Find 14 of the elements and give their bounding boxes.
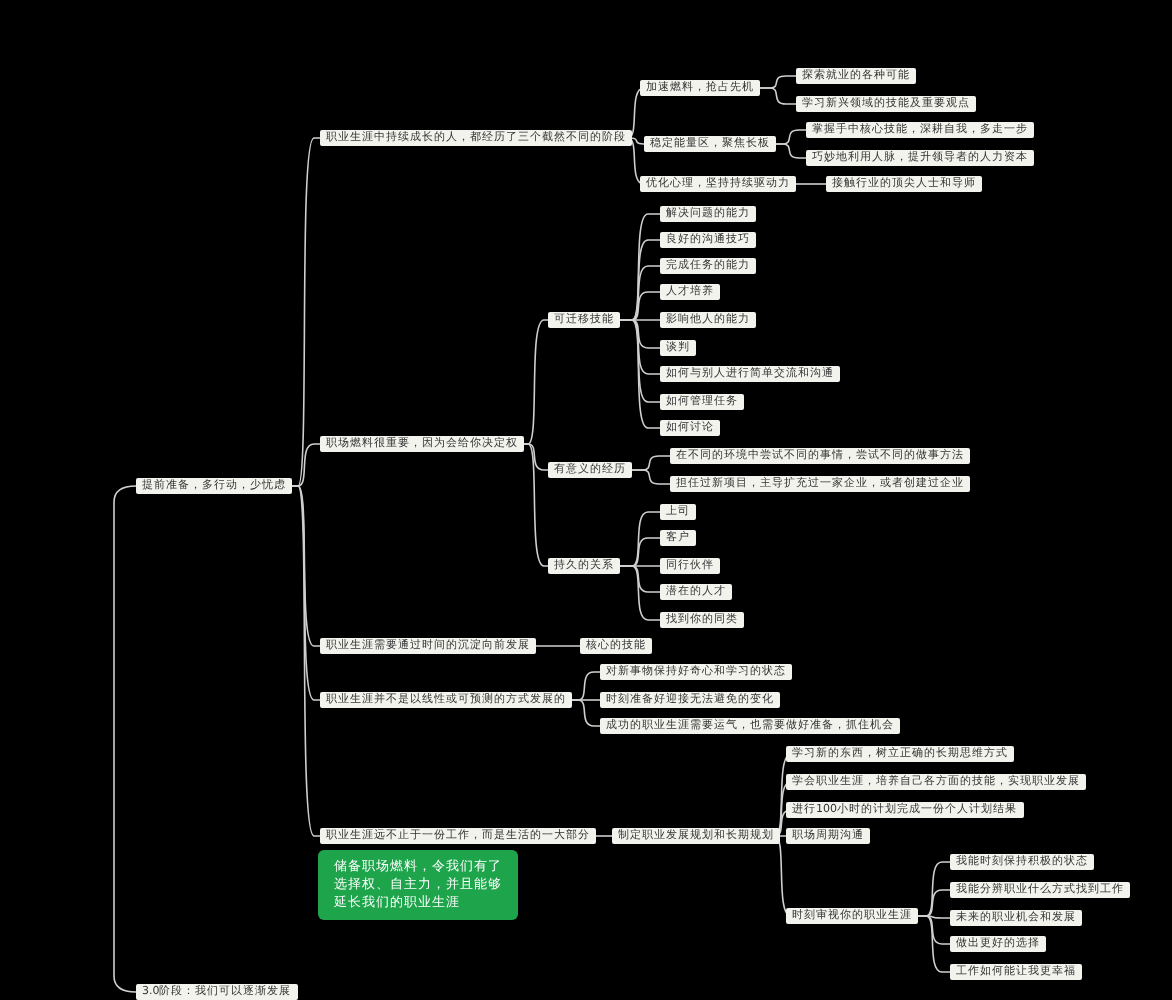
connector-line xyxy=(619,319,661,429)
connector-line xyxy=(795,183,827,185)
connector-line xyxy=(595,835,613,837)
connector-line xyxy=(523,443,549,567)
connector-line xyxy=(619,565,661,621)
connector-line xyxy=(523,319,549,445)
connector-line xyxy=(571,699,601,727)
connector-line xyxy=(523,443,549,471)
connector-line xyxy=(631,469,671,485)
connector-line xyxy=(917,915,951,973)
connector-line xyxy=(629,137,647,145)
connector-line xyxy=(775,143,807,159)
connector-line xyxy=(535,645,581,647)
connector-line xyxy=(759,87,797,105)
